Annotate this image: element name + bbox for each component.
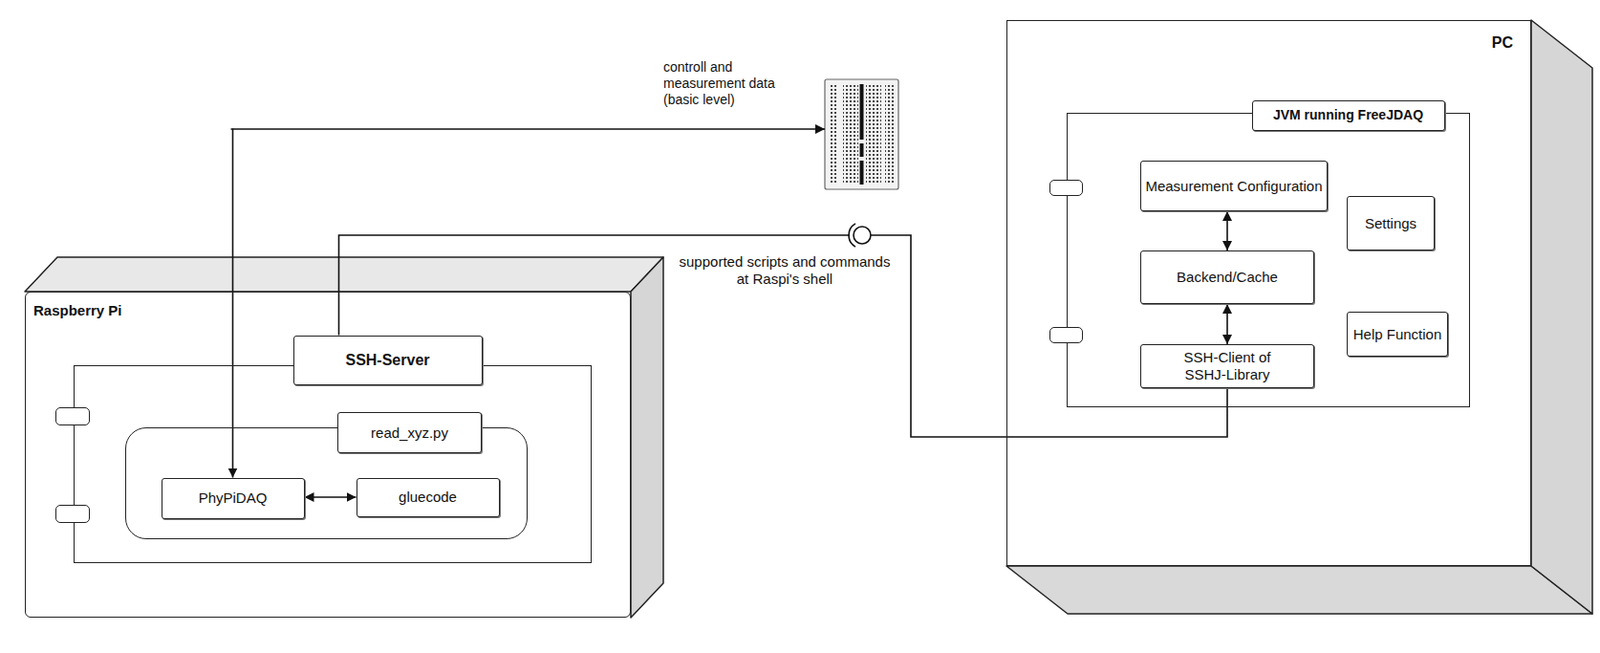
breadboard-body	[824, 79, 899, 190]
breadboard-holes	[828, 84, 839, 185]
device-node: Measurement ConfigurationBackend/CacheSS…	[1006, 20, 1532, 566]
text-holder: Measurement Configuration	[1145, 177, 1322, 195]
component-box: Measurement ConfigurationBackend/CacheSS…	[1066, 112, 1471, 408]
connector	[304, 496, 357, 498]
edge-label-holder: supported scripts and commands at Raspi'…	[674, 253, 895, 288]
port-tab	[55, 504, 90, 523]
ball-symbol	[853, 226, 871, 244]
title-tab: read_xyz.py	[337, 411, 482, 454]
script-group: PhyPiDAQ gluecode read_xyz.py	[125, 427, 528, 540]
breadboard-holes	[843, 84, 859, 185]
breadboard-icon	[824, 79, 899, 190]
breadboard-strip	[860, 84, 865, 140]
process-box: PhyPiDAQ	[161, 477, 305, 519]
node-title: Raspberry Pi	[33, 302, 123, 320]
node-title: PC	[1491, 33, 1514, 52]
process-box: gluecode	[356, 477, 500, 518]
breadboard-holes	[865, 84, 882, 185]
port-tab	[1049, 179, 1083, 196]
title-tab: JVM running FreeJDAQ	[1252, 100, 1446, 131]
control-wire	[231, 129, 234, 478]
box-label: Backend/Cache	[1176, 268, 1278, 286]
text-holder: PC	[1491, 33, 1514, 52]
breadboard-holes	[885, 84, 895, 185]
breadboard-strip	[860, 160, 865, 185]
box-label: Measurement Configuration	[1145, 177, 1322, 195]
component-title: SSH-Server	[345, 350, 430, 369]
connector-label: supported scripts and commands at Raspi'…	[674, 253, 895, 288]
text-holder: Raspberry Pi	[33, 302, 123, 320]
process-box: SSH-Client of SSHJ-Library	[1140, 344, 1315, 389]
text-holder: Settings	[1364, 215, 1417, 233]
port-tab	[55, 407, 90, 426]
component-title: JVM running FreeJDAQ	[1273, 107, 1424, 124]
connector	[1226, 303, 1229, 345]
component-title: read_xyz.py	[370, 424, 449, 442]
device-node: PhyPiDAQ gluecode read_xyz.py SSH-Server Ras…	[24, 291, 631, 618]
text-holder: Backend/Cache	[1176, 268, 1278, 286]
component-box: PhyPiDAQgluecoderead_xyz.pySSH-Server	[73, 365, 592, 563]
breadboard-strip	[860, 143, 865, 157]
control-wire	[233, 128, 826, 130]
port-tab	[1049, 326, 1083, 344]
box-label: SSH-Client of SSHJ-Library	[1167, 348, 1288, 384]
note-holder: controll and measurement data (basic lev…	[663, 59, 798, 109]
annotation-note: controll and measurement data (basic lev…	[663, 59, 798, 108]
title-tab: SSH-Server	[293, 335, 483, 386]
text-holder: gluecode	[398, 488, 457, 506]
process-box: Settings	[1346, 195, 1435, 251]
process-box: Measurement Configuration	[1140, 160, 1328, 212]
box-label: Settings	[1364, 215, 1417, 233]
text-holder: PhyPiDAQ	[198, 489, 268, 507]
text-holder: Help Function	[1353, 325, 1443, 344]
connector	[1226, 211, 1229, 251]
box-label: gluecode	[398, 488, 457, 506]
box-label: Help Function	[1353, 325, 1443, 344]
process-box: Backend/Cache	[1140, 250, 1315, 304]
text-holder: SSH-Client of SSHJ-Library	[1167, 348, 1288, 384]
depth-face	[24, 257, 664, 292]
depth-face	[630, 257, 664, 618]
box-label: PhyPiDAQ	[198, 489, 268, 507]
depth-face	[1531, 20, 1593, 614]
node-depth-faces	[24, 20, 1593, 618]
process-box: Help Function	[1346, 311, 1449, 357]
depth-face	[1006, 565, 1593, 614]
